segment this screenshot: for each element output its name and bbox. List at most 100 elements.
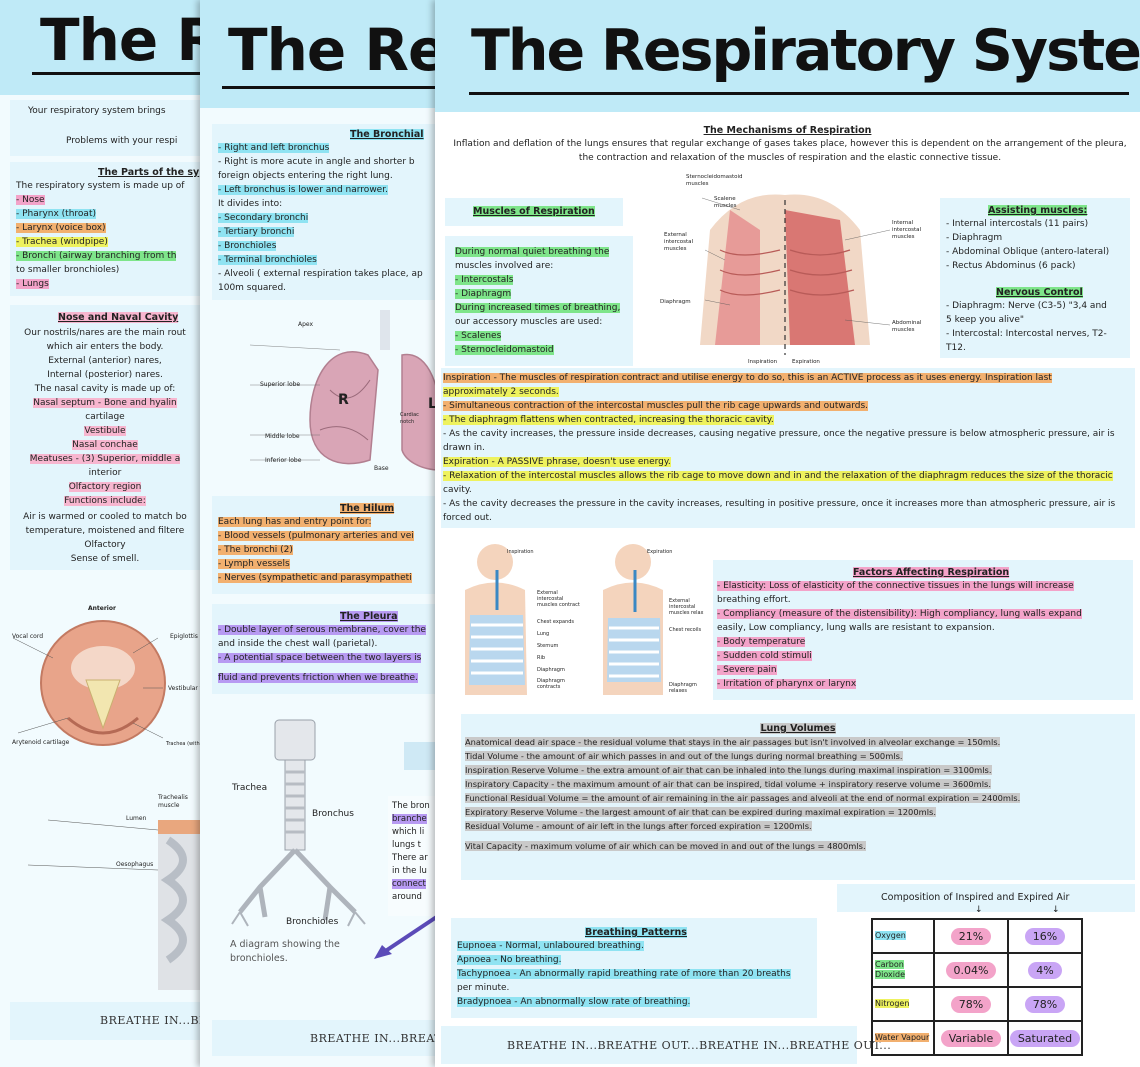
muscles-heading: Muscles of Respiration [473, 206, 595, 217]
muscles-line: muscles involved are: [455, 261, 554, 271]
assist-line: - Diaphragm [946, 233, 1003, 243]
body-label: Diaphragm relaxes [669, 682, 697, 694]
trachea-cross-section: Trachealis muscle Lumen Oesophagus [8, 790, 203, 990]
muscles-line: - Sternocleidomastoid [455, 345, 554, 355]
composition-title-box: Composition of Inspired and Expired Air [837, 884, 1135, 912]
muscles-line: During increased times of breathing, [455, 303, 621, 313]
nerve-line: - Diaphragm: Nerve (C3-5) "3,4 and [946, 301, 1107, 311]
body-label: Rib [537, 655, 546, 661]
muscles-line: During normal quiet breathing the [455, 247, 610, 257]
muscles-box: During normal quiet breathing the muscle… [445, 236, 633, 366]
lung-label: Middle lobe [265, 433, 300, 440]
mech-heading: The Mechanisms of Respiration [703, 125, 872, 136]
side-line: connect [392, 879, 426, 889]
nose-line: Functions include: [64, 496, 146, 506]
side-line: The bron [392, 801, 430, 811]
page-3-title: The Respiratory System [471, 18, 1140, 84]
assisting-box: Assisting muscles: - Internal intercosta… [940, 198, 1130, 358]
page-2-title: The Re [228, 16, 440, 84]
bronchial-line: - Right is more acute in angle and short… [218, 157, 415, 167]
volume-line: Inspiration Reserve Volume - the extra a… [465, 765, 992, 775]
bronchial-line: - Bronchioles [218, 241, 277, 251]
nose-line: Meatuses - (3) Superior, middle a [29, 454, 181, 464]
expired-cell: 16% [1007, 918, 1083, 954]
lung-label: Base [374, 465, 389, 472]
lung-label: Superior lobe [260, 381, 301, 388]
composition-title: Composition of Inspired and Expired Air [881, 892, 1070, 903]
parts-item: - Pharynx (throat) [16, 209, 96, 219]
mech-text: Inflation and deflation of the lungs ens… [453, 139, 1127, 163]
muscles-line: our accessory muscles are used: [455, 317, 603, 327]
trachea-section-label: Trachealis muscle [158, 794, 188, 809]
page-3-title-underline [469, 92, 1129, 95]
page-1-nose-box: Nose and Naval Cavity Our nostrils/nares… [10, 305, 200, 570]
volumes-heading: Lung Volumes [760, 723, 836, 734]
nerve-line: T12. [946, 343, 966, 353]
muscles-heading-box: Muscles of Respiration [445, 198, 623, 226]
nerve-line: 5 keep you alive" [946, 315, 1025, 325]
lung-label: Cardiac notch [400, 412, 419, 425]
page-2: The Re The Bronchial - Right and left br… [200, 0, 440, 1067]
parts-heading: The Parts of the sy [98, 167, 200, 178]
nose-line: Sense of smell. [70, 554, 140, 564]
parts-item: - Trachea (windpipe) [16, 237, 108, 247]
pleura-line: - Double layer of serous membrane, cover… [218, 625, 426, 635]
hilum-line: - Blood vessels (pulmonary arteries and … [218, 531, 414, 541]
bronchial-line: It divides into: [218, 199, 283, 209]
insp-line: - Relaxation of the intercostal muscles … [443, 471, 1113, 481]
parts-item: to smaller bronchioles) [16, 265, 120, 275]
page-1-intro-2: Problems with your respi [66, 136, 178, 146]
insp-line: forced out. [443, 513, 492, 523]
bronchial-line: - Left bronchus is lower and narrower. [218, 185, 388, 195]
hilum-line: - Nerves (sympathetic and parasympatheti [218, 573, 412, 583]
insp-line: - Simultaneous contraction of the interc… [443, 401, 869, 411]
pleura-line: fluid and prevents friction when we brea… [218, 673, 418, 683]
page-1-header-band [0, 0, 205, 95]
side-line: which li [392, 827, 425, 837]
bronchial-line: - Secondary bronchi [218, 213, 309, 223]
nose-line: interior [88, 468, 122, 478]
nose-line: temperature, moistened and filtere [25, 526, 185, 536]
nose-line: External (anterior) nares, [48, 356, 162, 366]
factors-box: Factors Affecting Respiration - Elastici… [713, 560, 1133, 700]
expired-cell: 78% [1007, 986, 1083, 1022]
inspiration-box: Inspiration - The muscles of respiration… [441, 368, 1135, 528]
trachea-section-illustration [27, 819, 203, 990]
hilum-line: Each lung has and entry point for: [218, 517, 372, 527]
volumes-box: Lung Volumes Anatomical dead air space -… [461, 714, 1135, 880]
gas-cell: Carbon Dioxide [871, 952, 935, 988]
bronchial-line: foreign objects entering the right lung. [218, 171, 393, 181]
body-label: Inspiration [507, 549, 534, 555]
page-1-title: The R [40, 6, 205, 74]
page-3: The Respiratory System The Mechanisms of… [435, 0, 1140, 1067]
factors-line: - Elasticity: Loss of elasticity of the … [717, 581, 1074, 591]
muscles-line: - Intercostals [455, 275, 514, 285]
arrow-down-icon: ↓ [975, 905, 983, 915]
nose-heading: Nose and Naval Cavity [58, 312, 179, 323]
body-label: Chest recoils [669, 627, 702, 633]
body-label: External intercostal muscles relax [669, 598, 704, 616]
assist-line: - Rectus Abdominus (6 pack) [946, 261, 1076, 271]
trachea-caption: A diagram showing the bronchioles. [230, 939, 340, 964]
larynx-label: Trachea (with cartilage rings visible) [166, 741, 205, 747]
side-line: lungs t [392, 840, 421, 850]
table-row: Carbon Dioxide 0.04% 4% [871, 952, 1083, 988]
pleura-line: and inside the chest wall (parietal). [218, 639, 378, 649]
composition-table: Oxygen 21% 16% Carbon Dioxide 0.04% 4% N… [871, 918, 1083, 1056]
trachea-label: Trachea [232, 783, 268, 793]
inspired-cell: 78% [933, 986, 1009, 1022]
pattern-line: Bradypnoea - An abnormally slow rate of … [457, 997, 691, 1007]
assist-heading: Assisting muscles: [988, 205, 1088, 216]
nose-line: Nasal septum - Bone and hyalin [33, 398, 177, 408]
inspired-cell: 0.04% [933, 952, 1009, 988]
volume-line: Inspiratory Capacity - the maximum amoun… [465, 779, 992, 789]
body-label: Diaphragm [537, 667, 565, 673]
table-row: Oxygen 21% 16% [871, 918, 1083, 954]
insp-line: - The diaphragm flattens when contracted… [443, 415, 774, 425]
inspired-cell: 21% [933, 918, 1009, 954]
body-label: Expiration [647, 549, 673, 555]
bronchial-line: - Terminal bronchioles [218, 255, 317, 265]
table-row: Nitrogen 78% 78% [871, 986, 1083, 1022]
lungs-diagram: Apex Superior lobe Middle lobe Inferior … [249, 310, 440, 480]
parts-intro: The respiratory system is made up of [16, 181, 185, 191]
